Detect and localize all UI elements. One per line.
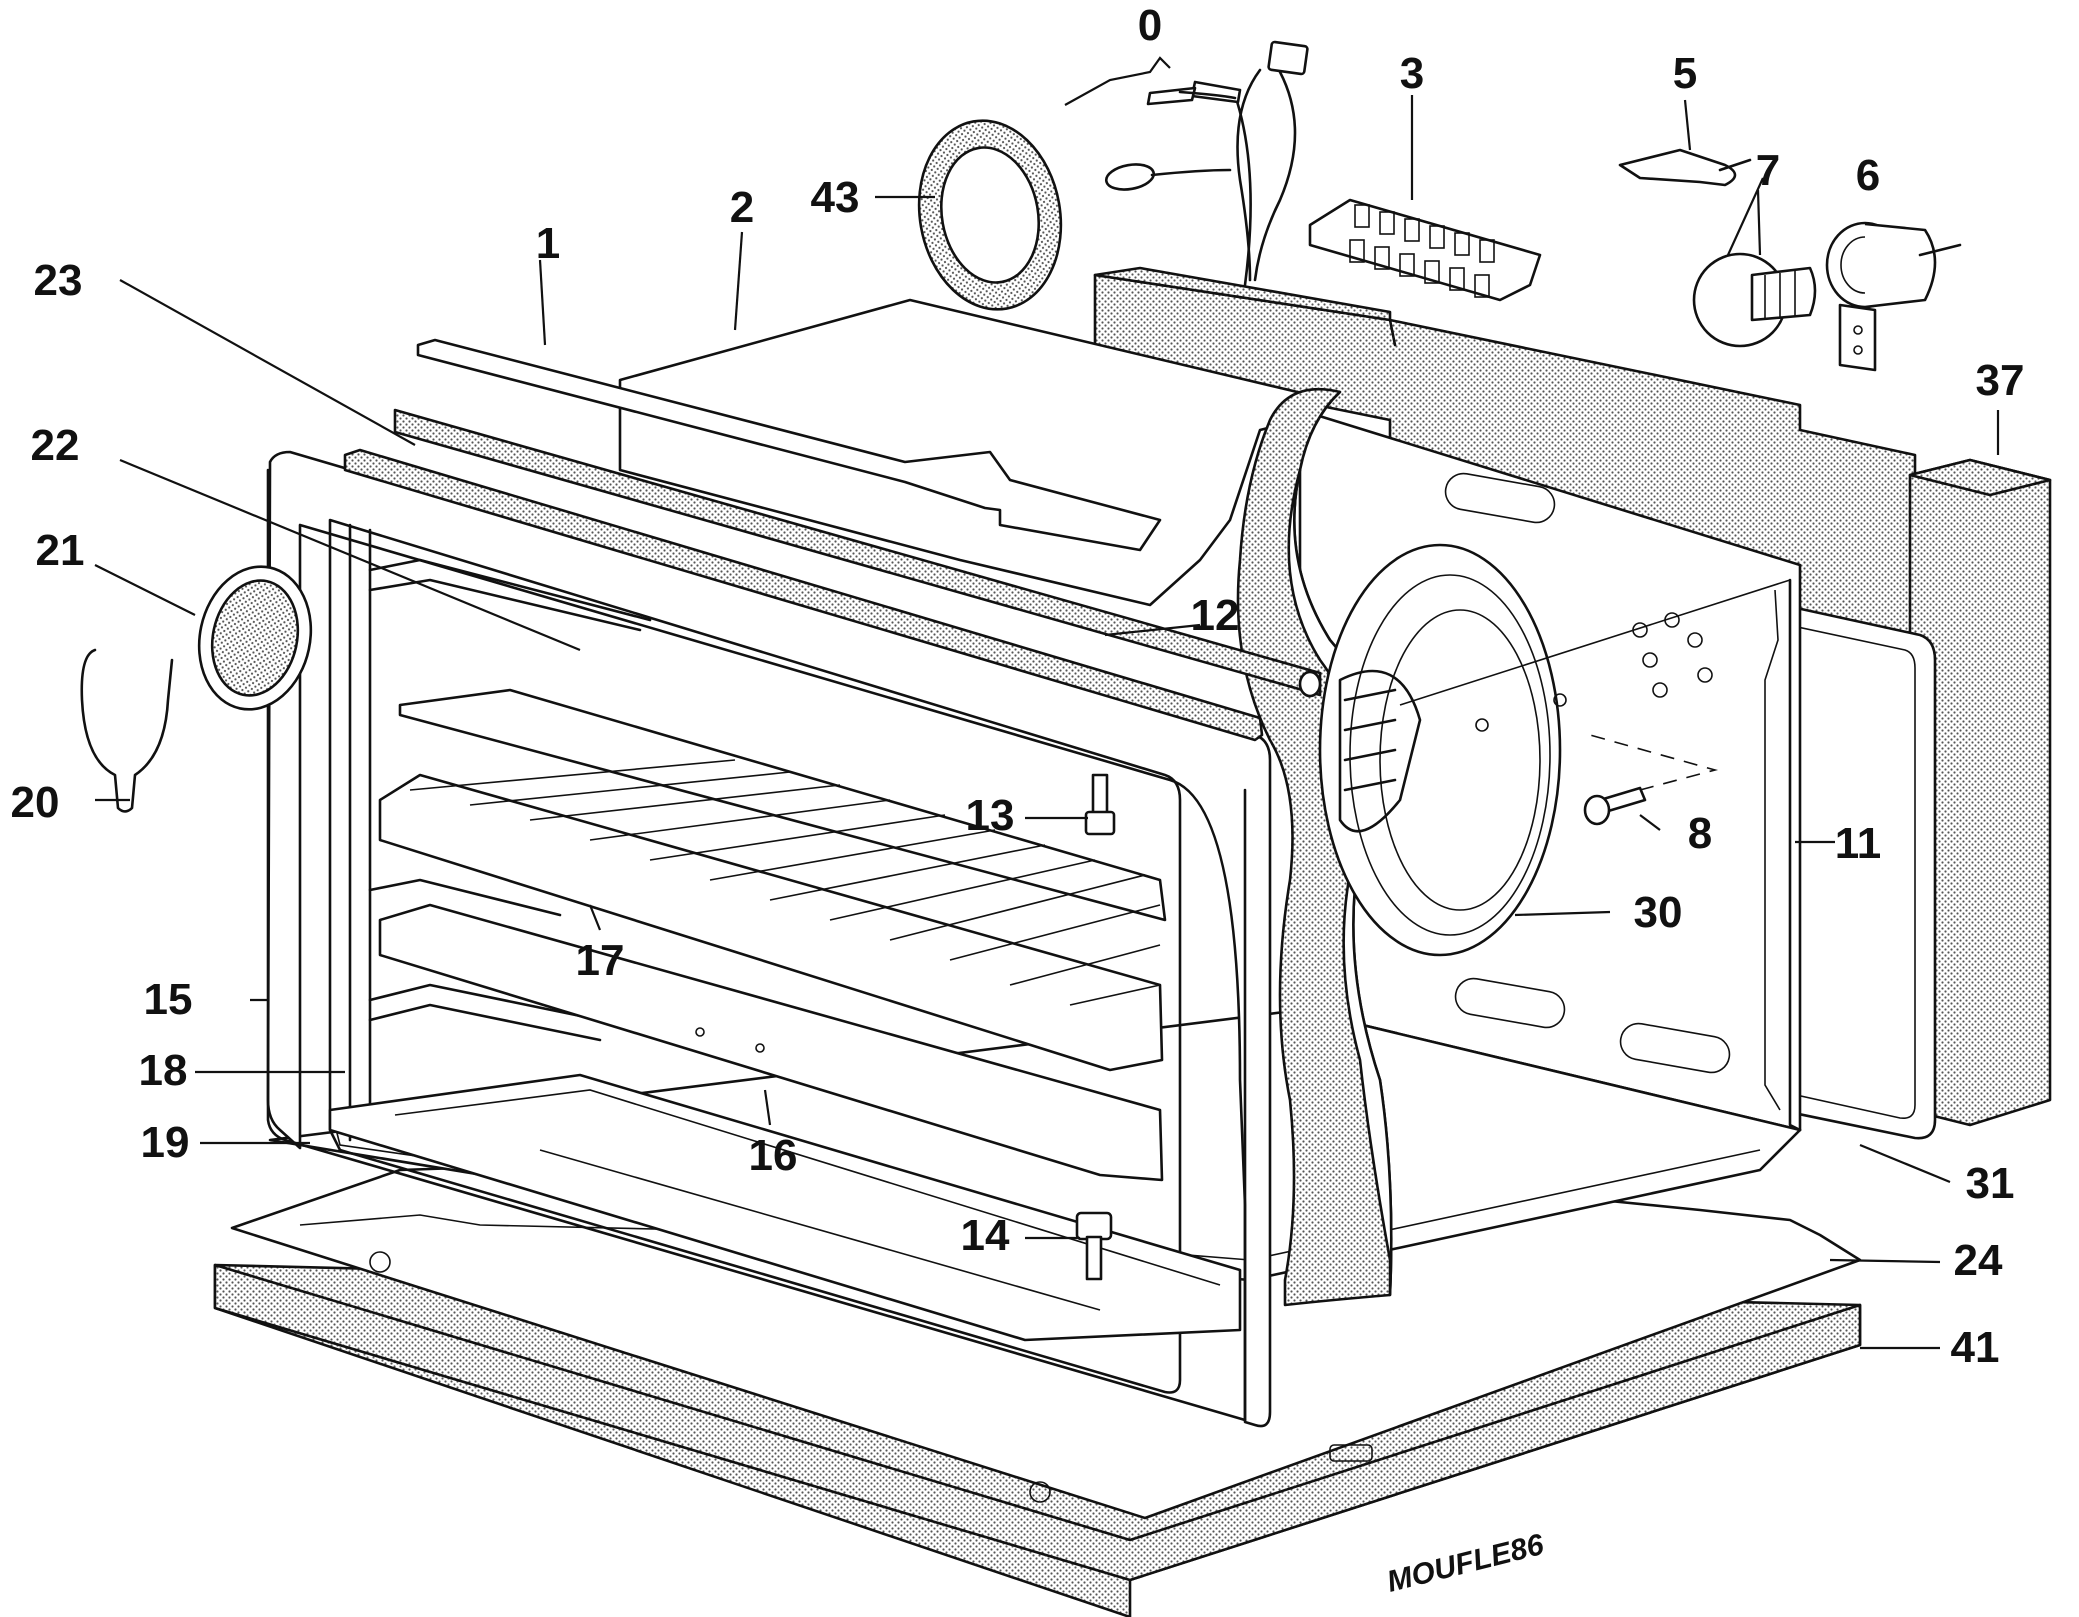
- left-side-runners: [348, 523, 652, 1142]
- screw-8: [1583, 786, 1647, 826]
- terminal-block: [1308, 198, 1542, 302]
- label-20: 20: [11, 778, 60, 827]
- front-frame: [266, 408, 1322, 1428]
- label-0: 0: [1138, 1, 1162, 50]
- wiring-harness: [1064, 40, 1309, 287]
- lamp-glass: [197, 565, 313, 711]
- label-15: 15: [144, 975, 193, 1024]
- label-7: 7: [1756, 146, 1780, 195]
- label-21: 21: [36, 526, 85, 575]
- fan-motor-housing: [1318, 543, 1567, 957]
- label-13: 13: [966, 791, 1015, 840]
- drip-tray: [328, 1073, 1242, 1342]
- label-12: 12: [1191, 591, 1240, 640]
- label-22: 22: [31, 421, 80, 470]
- label-6: 6: [1856, 151, 1880, 200]
- label-2: 2: [730, 183, 754, 232]
- lamp-holder-clip: [1618, 148, 1752, 187]
- label-37: 37: [1976, 356, 2025, 405]
- label-23: 23: [34, 256, 83, 305]
- part-labels: 0 1 2 3 5 6 7 8 11 12 13 14 15 16 17 18 …: [11, 1, 2025, 1372]
- label-18: 18: [139, 1046, 188, 1095]
- label-16: 16: [749, 1131, 798, 1180]
- label-43: 43: [811, 173, 860, 222]
- label-41: 41: [1951, 1323, 2000, 1372]
- leader-lines: [94, 95, 2000, 1350]
- upper-shelf: [398, 688, 1167, 922]
- fan-fixing-dashed-line: [1399, 579, 1791, 791]
- label-8: 8: [1688, 809, 1712, 858]
- label-14: 14: [961, 1211, 1010, 1260]
- baking-tray: [378, 903, 1164, 1182]
- lamp-socket: [1825, 221, 1962, 372]
- gasket-ring: [917, 119, 1063, 311]
- side-insulation-block: [1908, 458, 2052, 1127]
- lamp-clip: [80, 648, 174, 813]
- label-30: 30: [1634, 888, 1683, 937]
- label-11: 11: [1835, 819, 1882, 868]
- label-17: 17: [576, 936, 625, 985]
- diagram-caption: MOUFLE86: [1384, 1528, 1548, 1599]
- screw-14: [1075, 1211, 1113, 1281]
- screw-13: [1084, 773, 1116, 836]
- top-strip: [416, 338, 1162, 552]
- label-24: 24: [1954, 1236, 2003, 1285]
- wire-grid-shelf: [378, 759, 1164, 1072]
- label-31: 31: [1966, 1159, 2015, 1208]
- label-3: 3: [1400, 49, 1424, 98]
- oven-lamp-bulb: [1692, 252, 1817, 348]
- label-1: 1: [536, 219, 560, 268]
- label-5: 5: [1673, 49, 1697, 98]
- label-19: 19: [141, 1118, 190, 1167]
